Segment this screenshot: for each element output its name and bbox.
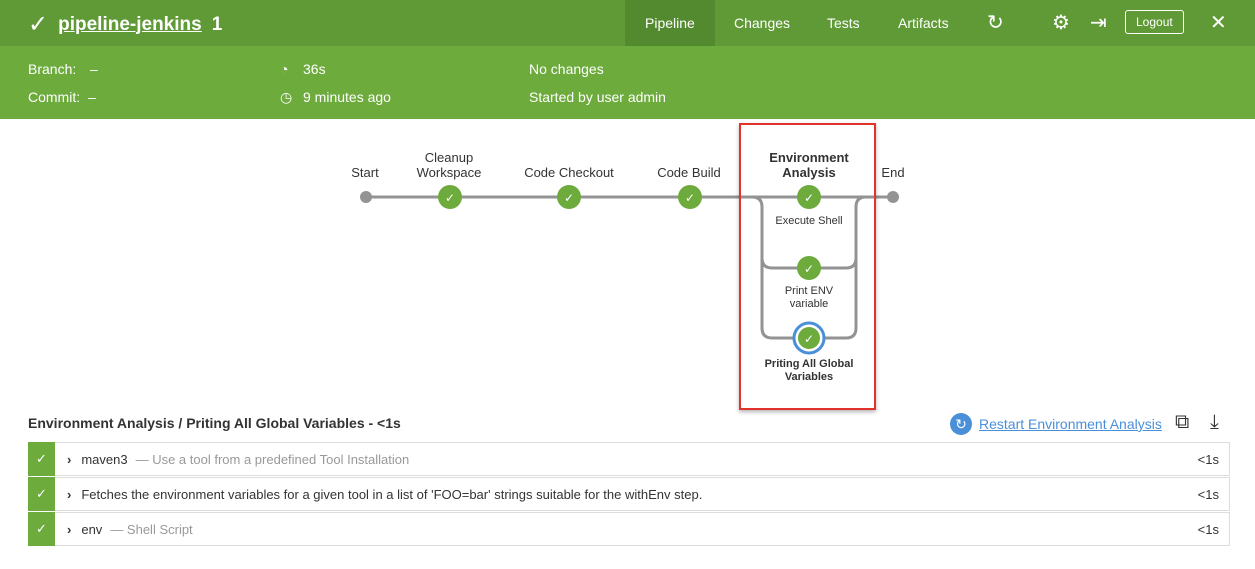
gear-icon[interactable]: ⚙ xyxy=(1052,12,1070,34)
stage-label-build: Code Build xyxy=(657,165,721,180)
svg-text:✓: ✓ xyxy=(445,191,455,205)
duration: 36s xyxy=(303,61,326,77)
chevron-right-icon[interactable]: › xyxy=(67,451,72,467)
step-duration: <1s xyxy=(1197,451,1219,467)
branch-label-print-env-2: variable xyxy=(790,298,829,310)
open-external-icon[interactable]: ⧉ xyxy=(1175,411,1190,433)
branch-value: – xyxy=(90,61,98,77)
stage-label-end: End xyxy=(881,165,904,180)
stage-label-cleanup-2: Workspace xyxy=(417,165,482,180)
exit-icon[interactable]: ⇥ xyxy=(1090,12,1107,34)
started-by: Started by user admin xyxy=(529,89,666,105)
run-title: ✓ pipeline-jenkins 1 xyxy=(28,10,222,39)
svg-text:✓: ✓ xyxy=(564,191,574,205)
logout-button[interactable]: Logout xyxy=(1125,10,1184,34)
tab-changes[interactable]: Changes xyxy=(734,15,791,31)
stage-nodes: ✓ ✓ ✓ ✓ ✓ ✓ xyxy=(438,185,826,355)
step-duration: <1s xyxy=(1197,486,1219,502)
duration-icon: ◔ xyxy=(280,61,289,77)
svg-text:✓: ✓ xyxy=(685,191,695,205)
branch-label-global-vars-2: Variables xyxy=(785,371,833,383)
step-name: maven3 xyxy=(81,451,128,467)
log-step-row[interactable]: ✓ › env — Shell Script <1s xyxy=(28,511,1230,546)
svg-text:✓: ✓ xyxy=(804,332,814,346)
stage-label-env-1: Environment xyxy=(769,150,849,165)
branch-label-execute-shell: Execute Shell xyxy=(775,215,842,227)
stage-node-execute-shell[interactable]: ✓ xyxy=(797,185,821,209)
top-bar: ✓ pipeline-jenkins 1 Pipeline Changes Te… xyxy=(0,0,1255,46)
restart-link[interactable]: Restart Environment Analysis xyxy=(979,416,1162,432)
stage-node-build[interactable]: ✓ xyxy=(678,185,702,209)
step-name: env xyxy=(81,521,103,537)
stage-node-global-vars[interactable]: ✓ xyxy=(792,321,826,355)
highlight-box xyxy=(739,123,876,410)
commit-label: Commit: xyxy=(28,89,81,105)
success-check-icon: ✓ xyxy=(28,441,55,476)
download-icon[interactable]: ⤓ xyxy=(1210,411,1219,433)
time-ago: 9 minutes ago xyxy=(303,89,391,105)
log-step-row[interactable]: ✓ › Fetches the environment variables fo… xyxy=(28,476,1230,511)
commit-value: – xyxy=(88,89,96,105)
success-check-icon: ✓ xyxy=(28,511,55,546)
pipeline-graph: ✓ ✓ ✓ ✓ ✓ ✓ Start Cleanup Workspace Code… xyxy=(351,150,904,383)
run-number: 1 xyxy=(211,13,223,35)
step-duration: <1s xyxy=(1197,521,1219,537)
chevron-right-icon[interactable]: › xyxy=(67,486,72,502)
svg-text:✓: ✓ xyxy=(804,191,814,205)
svg-text:✓: ✓ xyxy=(804,262,814,276)
step-desc: — Use a tool from a predefined Tool Inst… xyxy=(135,451,410,467)
stage-label-cleanup-1: Cleanup xyxy=(425,150,473,165)
rerun-icon[interactable]: ↻ xyxy=(987,12,1004,34)
branch-label-print-env-1: Print ENV xyxy=(785,285,834,297)
stage-label-env-2: Analysis xyxy=(782,165,835,180)
pipeline-link[interactable]: pipeline-jenkins xyxy=(58,13,202,35)
branch-label-global-vars-1: Priting All Global xyxy=(765,358,854,370)
step-desc: — Shell Script xyxy=(110,521,193,537)
tab-artifacts[interactable]: Artifacts xyxy=(898,15,949,31)
stage-node-cleanup[interactable]: ✓ xyxy=(438,185,462,209)
log-title: Environment Analysis / Priting All Globa… xyxy=(28,415,401,431)
stage-label-checkout: Code Checkout xyxy=(524,165,614,180)
tab-pipeline[interactable]: Pipeline xyxy=(625,0,715,46)
log-step-row[interactable]: ✓ › maven3 — Use a tool from a predefine… xyxy=(28,441,1230,476)
tab-tests[interactable]: Tests xyxy=(827,15,860,31)
run-summary: Branch: – Commit: – ◔ 36s ◷ 9 minutes ag… xyxy=(0,46,1255,119)
changes: No changes xyxy=(529,61,604,77)
stage-node-print-env[interactable]: ✓ xyxy=(797,256,821,280)
restart-icon[interactable]: ↻ xyxy=(950,413,972,435)
stage-label-start: Start xyxy=(351,165,379,180)
restart-stage[interactable]: ↻ Restart Environment Analysis xyxy=(950,413,1162,435)
success-check-icon: ✓ xyxy=(28,476,55,511)
stage-node-checkout[interactable]: ✓ xyxy=(557,185,581,209)
branch-label: Branch: xyxy=(28,61,77,77)
success-check-icon: ✓ xyxy=(28,11,49,38)
close-icon[interactable]: ✕ xyxy=(1210,12,1227,34)
clock-icon: ◷ xyxy=(280,89,293,105)
chevron-right-icon[interactable]: › xyxy=(67,521,72,537)
step-name: Fetches the environment variables for a … xyxy=(81,486,703,502)
